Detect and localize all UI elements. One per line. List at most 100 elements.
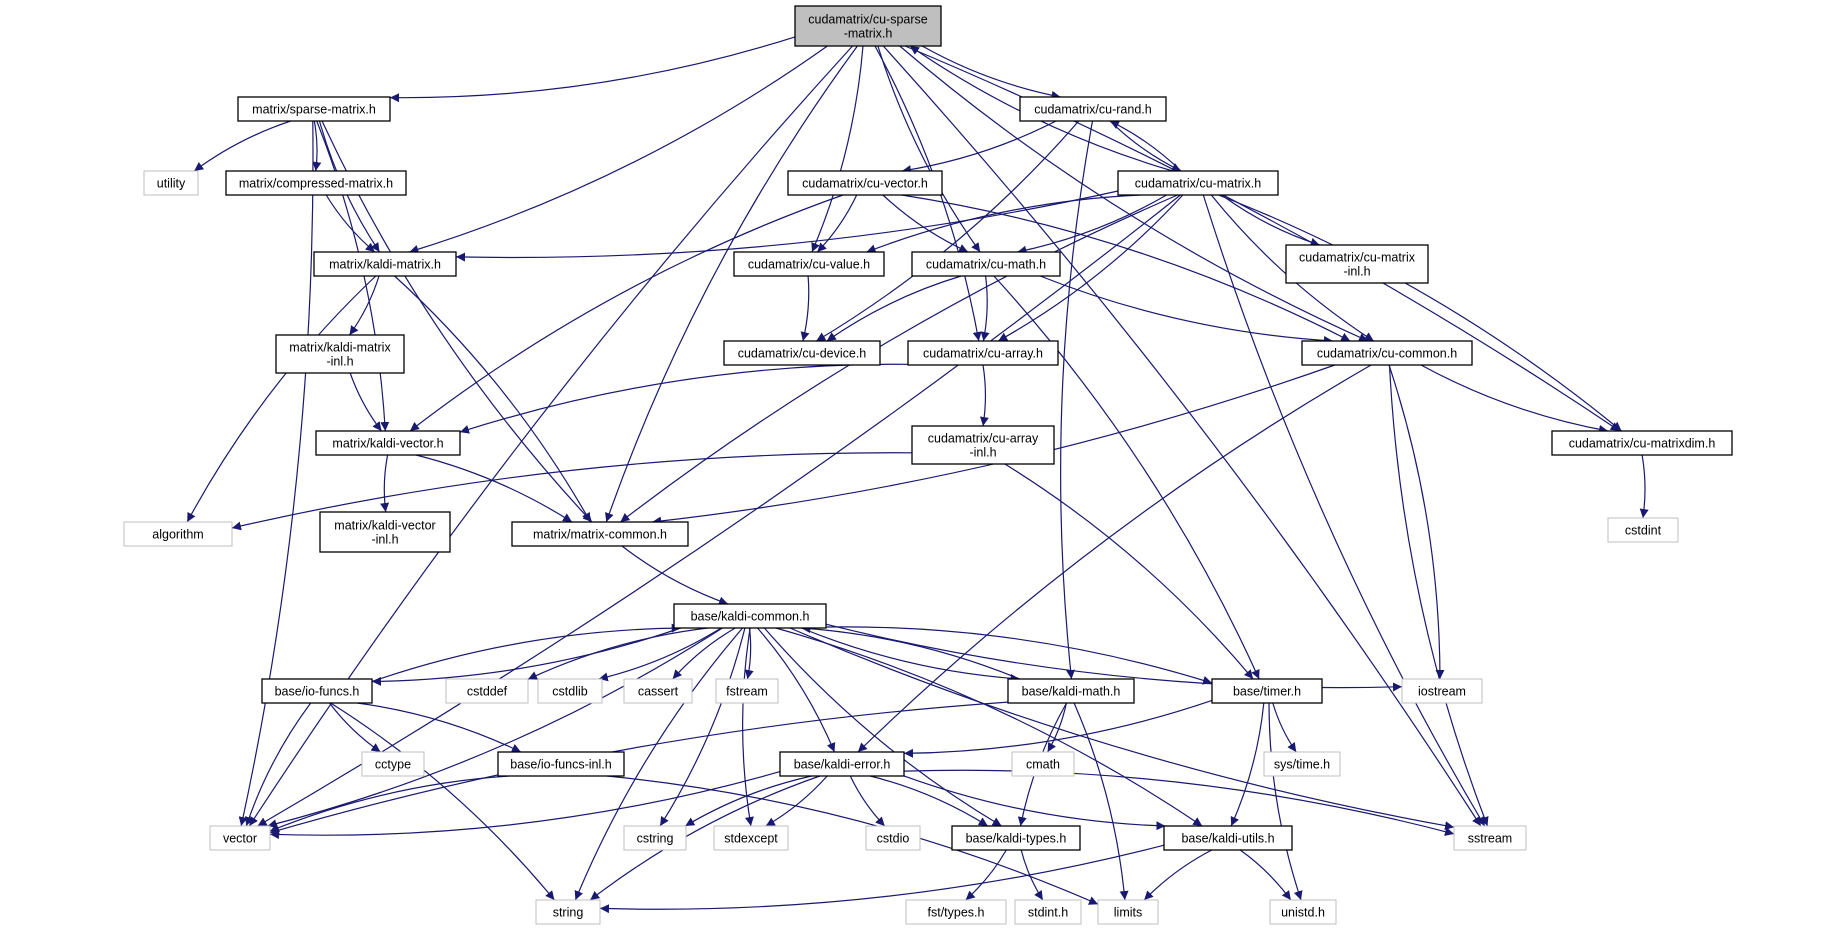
node-layer: cudamatrix/cu-sparse-matrix.h matrix/spar… <box>123 5 1733 925</box>
node-kaldi-matrix[interactable]: matrix/kaldi-matrix.h <box>313 251 457 277</box>
node-box <box>779 751 905 777</box>
node-label: cstring <box>637 832 674 846</box>
node-cu-matrix[interactable]: cudamatrix/cu-matrix.h <box>1117 170 1279 196</box>
node-label: fstream <box>726 685 768 699</box>
edge-kaldi-common-to-kaldi-utils <box>775 627 1203 827</box>
node-label: cudamatrix/cu-rand.h <box>1034 103 1151 117</box>
node-stdexcept: stdexcept <box>713 825 789 851</box>
edge-cu-matrix-to-cu-matrix-inl <box>1221 194 1320 247</box>
edge-kaldi-common-to-sstream <box>789 627 1455 831</box>
edge-kaldi-common-to-cstddef <box>527 627 708 680</box>
node-matrix-common[interactable]: matrix/matrix-common.h <box>511 521 689 547</box>
node-io-funcs[interactable]: base/io-funcs.h <box>261 678 373 704</box>
edge-sparse-matrix-to-compressed-matrix <box>312 120 322 172</box>
node-compressed-matrix[interactable]: matrix/compressed-matrix.h <box>225 170 407 196</box>
edge-kaldi-error-to-sstream <box>903 769 1455 836</box>
node-label: base/kaldi-utils.h <box>1181 832 1274 846</box>
edge-cu-matrix-to-cu-matrixdim <box>1218 194 1622 432</box>
node-label: base/kaldi-error.h <box>794 758 891 772</box>
node-label: base/kaldi-math.h <box>1022 685 1121 699</box>
edge-cu-matrix-to-cu-value <box>866 194 1141 254</box>
edge-timer-to-kaldi-utils <box>1230 702 1265 827</box>
node-label: cudamatrix/cu-common.h <box>1317 347 1457 361</box>
node-box <box>673 603 827 629</box>
node-cu-array[interactable]: cudamatrix/cu-array.h <box>907 340 1059 366</box>
edge-kaldi-common-to-cstring <box>659 627 746 827</box>
node-box <box>1019 96 1167 122</box>
node-cu-math[interactable]: cudamatrix/cu-math.h <box>911 251 1061 277</box>
node-label: cudamatrix/cu-array <box>928 432 1039 446</box>
edge-cu-matrix-to-cu-array <box>997 194 1184 342</box>
node-label: cudamatrix/cu-value.h <box>748 258 870 272</box>
node-kaldi-types[interactable]: base/kaldi-types.h <box>951 825 1081 851</box>
node-kaldi-matrix-inl[interactable]: matrix/kaldi-matrix-inl.h <box>275 334 405 374</box>
edge-cu-common-to-sstream <box>1388 364 1489 827</box>
edge-root-to-kaldi-matrix <box>409 45 828 254</box>
node-cu-device[interactable]: cudamatrix/cu-device.h <box>723 340 881 366</box>
node-io-funcs-inl[interactable]: base/io-funcs-inl.h <box>497 751 625 777</box>
node-label: base/io-funcs-inl.h <box>510 758 611 772</box>
node-vector: vector <box>209 825 271 851</box>
node-sparse-matrix[interactable]: matrix/sparse-matrix.h <box>237 96 391 122</box>
edge-kaldi-matrix-to-matrix-common <box>394 275 591 523</box>
node-label: -inl.h <box>969 446 996 460</box>
node-box <box>907 340 1059 366</box>
edge-root-to-cu-math <box>877 45 981 253</box>
edge-root-to-matrix-common <box>605 45 858 523</box>
node-label: -matrix.h <box>844 27 893 41</box>
edge-kaldi-math-to-cmath <box>1047 702 1067 753</box>
edge-root-to-cu-common <box>899 45 1369 342</box>
edge-kaldi-common-to-vector <box>267 627 723 829</box>
node-label: utility <box>157 177 186 191</box>
node-box <box>723 340 881 366</box>
edge-kaldi-vector-to-kaldi-vector-inl <box>380 454 390 513</box>
node-box <box>511 521 689 547</box>
edge-cu-array-to-cu-array-inl <box>979 364 989 427</box>
node-kaldi-error[interactable]: base/kaldi-error.h <box>779 751 905 777</box>
node-box <box>1097 899 1159 925</box>
edge-cu-matrix-to-sstream <box>1202 194 1486 827</box>
node-utility: utility <box>143 170 199 196</box>
node-cu-common[interactable]: cudamatrix/cu-common.h <box>1301 340 1473 366</box>
edge-kaldi-error-to-kaldi-utils <box>903 775 1166 831</box>
node-cu-value[interactable]: cudamatrix/cu-value.h <box>733 251 885 277</box>
edge-io-funcs-to-cctype <box>329 702 381 753</box>
node-box <box>1211 678 1323 704</box>
node-string: string <box>535 899 601 925</box>
edge-io-funcs-inl-to-limits <box>606 775 1099 905</box>
node-label: cudamatrix/cu-vector.h <box>802 177 928 191</box>
node-kaldi-common[interactable]: base/kaldi-common.h <box>673 603 827 629</box>
node-cu-matrix-inl[interactable]: cudamatrix/cu-matrix-inl.h <box>1285 244 1429 284</box>
node-root[interactable]: cudamatrix/cu-sparse-matrix.h <box>794 5 942 47</box>
node-label: -inl.h <box>371 533 398 547</box>
edge-kaldi-common-to-cstdlib <box>598 627 722 682</box>
edge-cu-rand-to-kaldi-math <box>1060 120 1094 680</box>
node-box <box>1007 678 1135 704</box>
node-box <box>497 751 625 777</box>
node-box <box>905 899 1007 925</box>
node-label: matrix/compressed-matrix.h <box>239 177 393 191</box>
node-cu-array-inl[interactable]: cudamatrix/cu-array-inl.h <box>911 425 1055 465</box>
node-box <box>313 251 457 277</box>
node-fst-types: fst/types.h <box>905 899 1007 925</box>
node-label: cudamatrix/cu-matrix.h <box>1135 177 1261 191</box>
edge-cu-common-to-cu-matrixdim <box>1420 364 1609 434</box>
node-label: algorithm <box>152 528 203 542</box>
node-kaldi-vector-inl[interactable]: matrix/kaldi-vector-inl.h <box>319 511 451 553</box>
node-cu-vector[interactable]: cudamatrix/cu-vector.h <box>787 170 943 196</box>
node-kaldi-vector[interactable]: matrix/kaldi-vector.h <box>315 430 461 456</box>
node-timer[interactable]: base/timer.h <box>1211 678 1323 704</box>
node-label: cudamatrix/cu-sparse <box>808 13 928 27</box>
node-kaldi-utils[interactable]: base/kaldi-utils.h <box>1163 825 1293 851</box>
edge-kaldi-common-to-io-funcs <box>371 627 681 686</box>
node-cu-rand[interactable]: cudamatrix/cu-rand.h <box>1019 96 1167 122</box>
node-cu-matrixdim[interactable]: cudamatrix/cu-matrixdim.h <box>1551 430 1733 456</box>
node-cstring: cstring <box>623 825 687 851</box>
node-cmath: cmath <box>1011 751 1075 777</box>
node-box <box>445 678 529 704</box>
node-kaldi-math[interactable]: base/kaldi-math.h <box>1007 678 1135 704</box>
node-box <box>713 825 789 851</box>
edge-kaldi-math-to-limits <box>1073 702 1129 901</box>
node-box <box>1117 170 1279 196</box>
node-box <box>1301 340 1473 366</box>
